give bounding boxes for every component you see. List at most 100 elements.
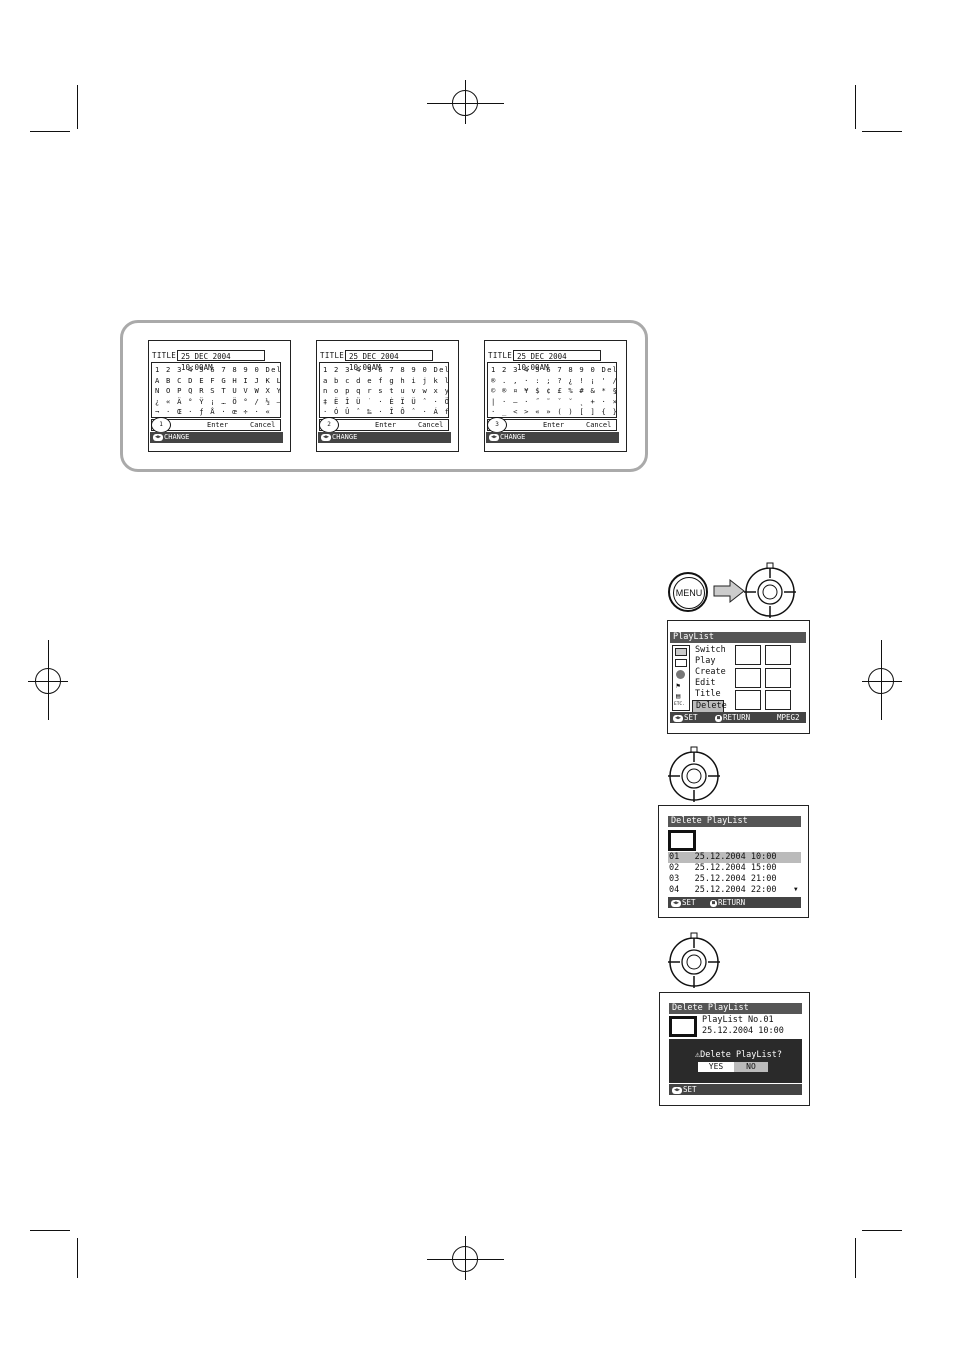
scroll-down-icon[interactable]: ▼ bbox=[794, 886, 798, 893]
delete-playlist-screen: Delete PlayList 01 25.12.2004 10:00 02 2… bbox=[658, 805, 809, 918]
selected-row-highlight bbox=[668, 852, 801, 863]
arrow-right-icon bbox=[713, 578, 745, 604]
char-row[interactable]: ‡ Ë Î Ü ˙ · È Ï Ü ˆ · Ö ı bbox=[323, 396, 448, 406]
char-row[interactable]: A B C D E F G H I J K L M bbox=[155, 375, 280, 385]
character-grid[interactable]: 1 2 3 4 5 6 7 8 9 0 Delete A B C D E F G… bbox=[151, 362, 281, 418]
char-row[interactable]: © ® ¤ ¥ $ ¢ £ % # & * § µ ¶ bbox=[491, 386, 616, 395]
crop-mark bbox=[862, 131, 902, 132]
format-label: MPEG2 bbox=[777, 713, 800, 722]
no-button[interactable]: NO bbox=[734, 1062, 768, 1072]
side-icon-bar: ⚑ ▤ ETC. bbox=[672, 645, 690, 711]
button-row: 3 Enter Cancel bbox=[487, 417, 617, 433]
etc-label: ETC. bbox=[674, 702, 685, 707]
change-label: CHANGE bbox=[164, 433, 190, 441]
card-icon bbox=[675, 659, 687, 667]
status-bar: ◀▶CHANGE bbox=[486, 432, 619, 443]
status-bar: ◀▶CHANGE bbox=[150, 432, 283, 443]
char-row[interactable]: · _ < > « » ( ) [ ] { } ¬ ± bbox=[491, 407, 616, 416]
char-row[interactable]: 1 2 3 4 5 6 7 8 9 0 Delete bbox=[491, 365, 616, 374]
screen-title: PlayList bbox=[670, 632, 806, 643]
date-field[interactable]: 25 DEC 2004 10:00AM bbox=[345, 350, 433, 372]
page-number-badge: 2 bbox=[319, 417, 339, 433]
playlist-menu-screen: PlayList ⚑ ▤ ETC. Switch Play Create Edi… bbox=[667, 620, 810, 734]
status-bar: ◀▶CHANGE bbox=[318, 432, 451, 443]
menu-item-switch[interactable]: Switch bbox=[695, 645, 726, 655]
char-row[interactable]: 1 2 3 4 5 6 7 8 9 0 Delete bbox=[155, 365, 280, 374]
date-field[interactable]: 25 DEC 2004 10:00AM bbox=[177, 350, 265, 372]
char-row[interactable]: | · – · ˝ ˜ ˇ ˘ ˛ + · × ÷ = bbox=[491, 396, 616, 406]
set-label: SET bbox=[682, 898, 696, 907]
control-dial-icon[interactable] bbox=[666, 746, 722, 806]
dial-icon: ◀▶ bbox=[153, 433, 164, 441]
bookmark-icon: ⚑ bbox=[676, 682, 681, 690]
change-label: CHANGE bbox=[500, 433, 526, 441]
registration-line bbox=[881, 640, 882, 720]
thumbnail bbox=[735, 668, 761, 688]
confirm-question: ⚠Delete PlayList? bbox=[695, 1050, 782, 1060]
tape-icon bbox=[675, 648, 687, 656]
crop-mark bbox=[30, 131, 70, 132]
dial-icon: ◀▶ bbox=[489, 433, 500, 441]
set-label: SET bbox=[683, 1085, 697, 1094]
menu-button[interactable]: MENU bbox=[668, 572, 708, 612]
footer-set: ◀▶SET bbox=[671, 897, 696, 908]
list-item[interactable]: 02 25.12.2004 15:00 bbox=[669, 863, 777, 873]
screen-title: Delete PlayList bbox=[669, 1003, 802, 1014]
list-item[interactable]: 04 25.12.2004 22:00 bbox=[669, 885, 777, 895]
char-row[interactable]: a b c d e f g h i j k l m bbox=[323, 375, 448, 385]
char-row[interactable]: n o p q r s t u v w x y z bbox=[323, 386, 448, 395]
registration-line bbox=[465, 80, 466, 124]
menu-item-edit[interactable]: Edit bbox=[695, 678, 716, 688]
enter-button[interactable]: Enter bbox=[207, 421, 229, 429]
char-row[interactable]: ® . , · : ; ? ¿ ! ¡ ' / \ bbox=[491, 375, 616, 385]
title-label: TITLE bbox=[320, 351, 345, 360]
cancel-button[interactable]: Cancel bbox=[586, 421, 612, 429]
list-item[interactable]: 01 25.12.2004 10:00 bbox=[669, 852, 777, 862]
date-field[interactable]: 25 DEC 2004 10:00AM bbox=[513, 350, 601, 372]
registration-line bbox=[48, 640, 49, 720]
thumbnail bbox=[735, 645, 761, 665]
char-row[interactable]: N O P Q R S T U V W X Y Z bbox=[155, 386, 280, 395]
return-label: RETURN bbox=[723, 713, 751, 722]
keyboard-screen-2: TITLE 25 DEC 2004 10:00AM 1 2 3 4 5 6 7 … bbox=[316, 340, 459, 452]
control-dial-icon[interactable] bbox=[666, 932, 722, 992]
crop-mark bbox=[30, 1230, 70, 1231]
footer-bar: ◀▶SET ■RETURN MPEG2 bbox=[670, 712, 806, 723]
question-text: Delete PlayList? bbox=[700, 1050, 783, 1060]
return-label: RETURN bbox=[718, 898, 746, 907]
print-icon: ▤ bbox=[676, 692, 681, 700]
yes-button[interactable]: YES bbox=[698, 1062, 734, 1072]
dial-icon: ◀▶ bbox=[321, 433, 332, 441]
disc-icon bbox=[676, 670, 685, 679]
enter-button[interactable]: Enter bbox=[543, 421, 565, 429]
screen-title: Delete PlayList bbox=[668, 816, 801, 827]
confirm-dialog: ⚠Delete PlayList? YES NO bbox=[669, 1039, 802, 1083]
char-row[interactable]: 1 2 3 4 5 6 7 8 9 0 Delete bbox=[323, 365, 448, 374]
registration-line bbox=[862, 681, 902, 682]
footer-bar: ◀▶SET ■RETURN bbox=[668, 897, 801, 908]
playlist-number: PlayList No.01 bbox=[702, 1015, 774, 1025]
page-number-badge: 3 bbox=[487, 417, 507, 433]
footer-return: ■RETURN bbox=[715, 712, 750, 723]
cancel-button[interactable]: Cancel bbox=[250, 421, 276, 429]
button-row: 1 Enter Cancel bbox=[151, 417, 281, 433]
crop-mark bbox=[855, 1238, 856, 1278]
char-row[interactable]: ¬ · Œ · ƒ Å · œ ÷ · « bbox=[155, 407, 272, 416]
title-label: TITLE bbox=[488, 351, 513, 360]
footer-return: ■RETURN bbox=[710, 897, 745, 908]
cancel-button[interactable]: Cancel bbox=[418, 421, 444, 429]
menu-item-title[interactable]: Title bbox=[695, 689, 721, 699]
stop-icon: ■ bbox=[710, 899, 718, 907]
stop-icon: ■ bbox=[715, 714, 723, 722]
enter-button[interactable]: Enter bbox=[375, 421, 397, 429]
page-number-badge: 1 bbox=[151, 417, 171, 433]
menu-item-create[interactable]: Create bbox=[695, 667, 726, 677]
character-grid[interactable]: 1 2 3 4 5 6 7 8 9 0 Delete ® . , · : ; ?… bbox=[487, 362, 617, 418]
character-grid[interactable]: 1 2 3 4 5 6 7 8 9 0 Delete a b c d e f g… bbox=[319, 362, 449, 418]
control-dial-icon[interactable] bbox=[742, 562, 798, 622]
char-row[interactable]: · Ó Û ˆ ‰ · Î Ô ˆ · Á fi bbox=[323, 407, 448, 416]
list-item[interactable]: 03 25.12.2004 21:00 bbox=[669, 874, 777, 884]
footer-set: ◀▶SET bbox=[673, 712, 698, 723]
char-row[interactable]: ¿ « Ä ° Ÿ ¡ … Ö ° / ½ — · bbox=[155, 396, 280, 406]
menu-item-play[interactable]: Play bbox=[695, 656, 716, 666]
